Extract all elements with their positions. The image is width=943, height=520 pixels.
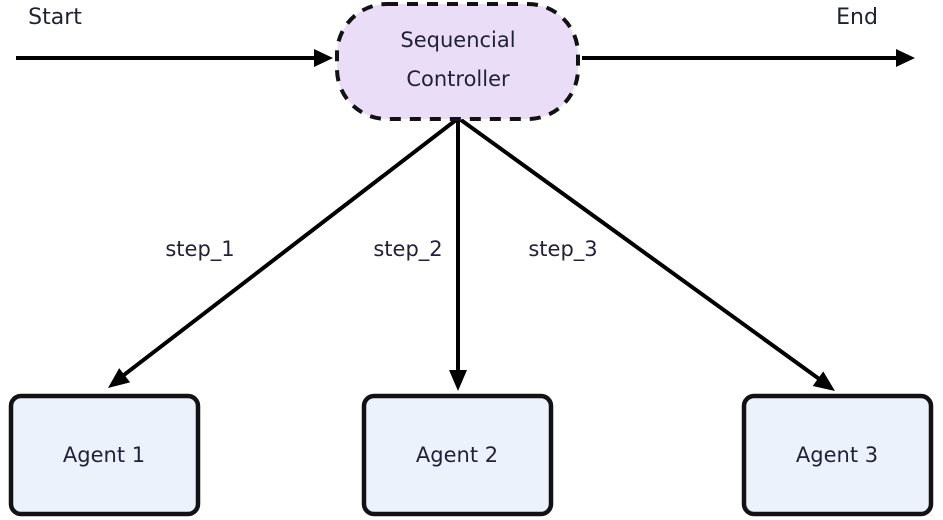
node-shape [8, 393, 201, 517]
edge-controller-to-agent1[interactable] [103, 118, 458, 395]
node-label-line2: Controller [406, 67, 510, 91]
terminal-label-layer: Start End [28, 5, 878, 30]
edge-line [118, 118, 458, 380]
node-label: Agent 1 [63, 443, 145, 467]
edge-start-to-controller[interactable] [16, 49, 333, 67]
terminal-label-start: Start [28, 5, 82, 30]
edge-line [459, 118, 824, 383]
terminal-label-end: End [836, 5, 878, 30]
node-label: Agent 2 [416, 443, 498, 467]
edge-label-step-3: step_3 [528, 237, 597, 262]
node-shape [741, 393, 934, 517]
node-agent-2[interactable]: Agent 2 [361, 393, 554, 517]
edge-controller-to-agent2[interactable] [449, 120, 467, 391]
arrowhead-icon [314, 49, 333, 67]
node-shape [335, 2, 580, 121]
node-label-line1: Sequencial [400, 28, 515, 52]
arrowhead-icon [449, 370, 467, 391]
arrowhead-icon [108, 368, 131, 388]
arrowhead-icon [896, 49, 915, 67]
edge-label-step-2: step_2 [373, 237, 442, 262]
edge-controller-to-end[interactable] [582, 49, 915, 67]
node-label: Agent 3 [796, 443, 878, 467]
edge-controller-to-agent3[interactable] [459, 118, 840, 398]
node-agent-3[interactable]: Agent 3 [741, 393, 934, 517]
arrowhead-icon [812, 371, 835, 391]
edge-label-layer: step_1 step_2 step_3 [165, 237, 597, 262]
node-agent-1[interactable]: Agent 1 [8, 393, 201, 517]
edge-label-step-1: step_1 [165, 237, 234, 262]
node-sequential-controller[interactable]: Sequencial Controller [335, 2, 580, 121]
node-shape [361, 393, 554, 517]
edge-layer [16, 49, 915, 398]
